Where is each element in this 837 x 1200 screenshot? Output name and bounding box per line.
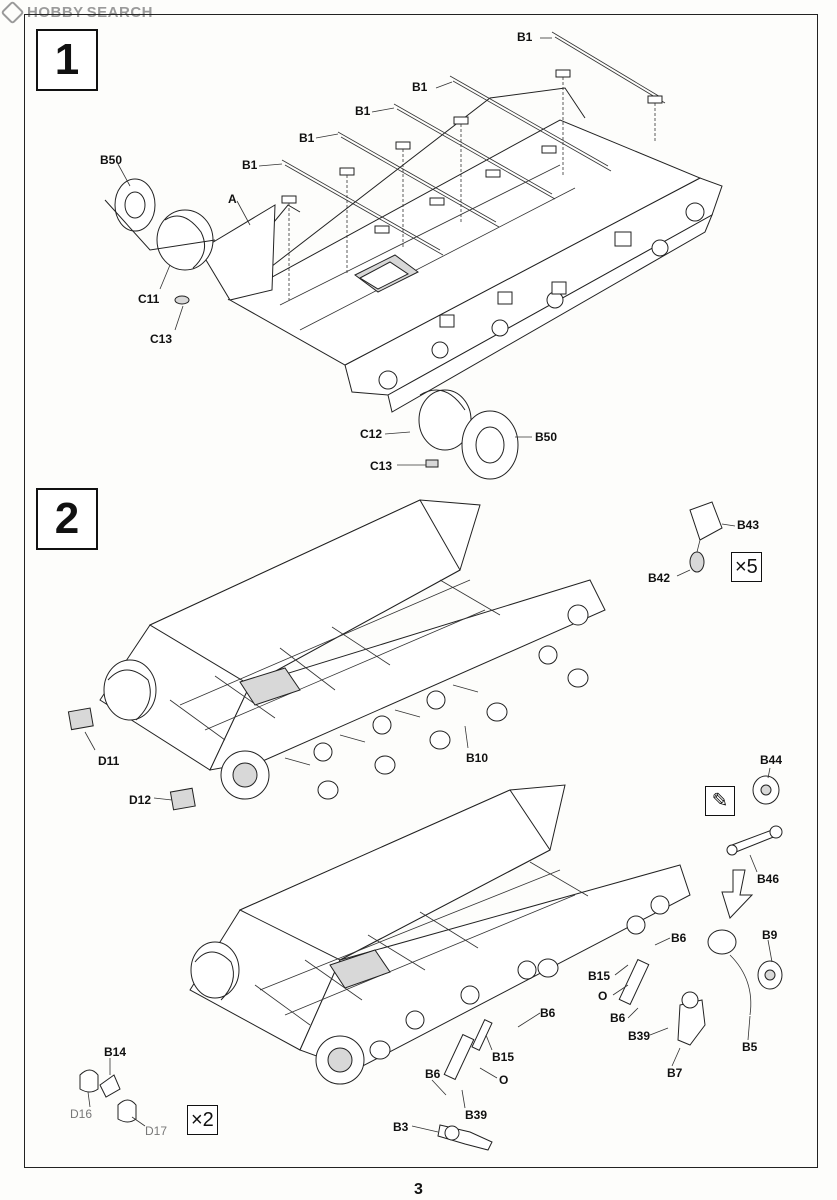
callout-b6: B6 [425, 1067, 441, 1081]
step2-upper-hull-drawing [67, 499, 736, 811]
callout-c11: C11 [138, 292, 160, 306]
watermark-suffix: SEARCH [86, 4, 154, 21]
callout-a: A [228, 192, 237, 206]
callout-b1: B1 [517, 30, 533, 44]
callout-b9: B9 [762, 928, 778, 942]
callout-b46: B46 [757, 872, 780, 886]
callout-o: O [499, 1073, 509, 1087]
callout-b3: B3 [393, 1120, 409, 1134]
callout-b10: B10 [466, 751, 489, 765]
hobbysearch-watermark: HOBBY SEARCH [0, 0, 154, 25]
callout-o: O [598, 989, 608, 1003]
callout-b6: B6 [610, 1011, 626, 1025]
callout-b43: B43 [737, 518, 760, 532]
callout-d16: D16 [70, 1107, 93, 1121]
callout-b39: B39 [465, 1108, 488, 1122]
callout-d11: D11 [98, 754, 120, 768]
no-cement-icon: ✎ [705, 786, 735, 816]
page-number: 3 [414, 1181, 423, 1198]
quantity-x2-badge: ×2 [187, 1105, 218, 1135]
page-frame [24, 14, 818, 1168]
callout-c13: C13 [150, 332, 173, 346]
step-2-number: 2 [36, 488, 98, 550]
callout-b7: B7 [667, 1066, 683, 1080]
callout-b14: B14 [104, 1045, 127, 1059]
callout-b6: B6 [540, 1006, 556, 1020]
callout-b44: B44 [760, 753, 783, 767]
callout-b39: B39 [628, 1029, 651, 1043]
callout-b42: B42 [648, 571, 671, 585]
callout-b5: B5 [742, 1040, 758, 1054]
callout-b1: B1 [355, 104, 371, 118]
step2-lower-hull-drawing [79, 767, 783, 1151]
callout-b1: B1 [299, 131, 315, 145]
callout-c12: C12 [360, 427, 383, 441]
callout-c13: C13 [370, 459, 393, 473]
step-1-number: 1 [36, 29, 98, 91]
step1-hull-drawing [104, 31, 723, 480]
callout-b6: B6 [671, 931, 687, 945]
callout-b1: B1 [412, 80, 428, 94]
callout-d17: D17 [145, 1124, 168, 1138]
callout-b15: B15 [588, 969, 611, 983]
watermark-brand: HOBBY [27, 4, 84, 21]
callout-b50: B50 [100, 153, 123, 167]
callout-b1: B1 [242, 158, 258, 172]
callout-d12: D12 [129, 793, 152, 807]
quantity-x5-badge: ×5 [731, 552, 762, 582]
callout-b50: B50 [535, 430, 558, 444]
callout-b15: B15 [492, 1050, 515, 1064]
